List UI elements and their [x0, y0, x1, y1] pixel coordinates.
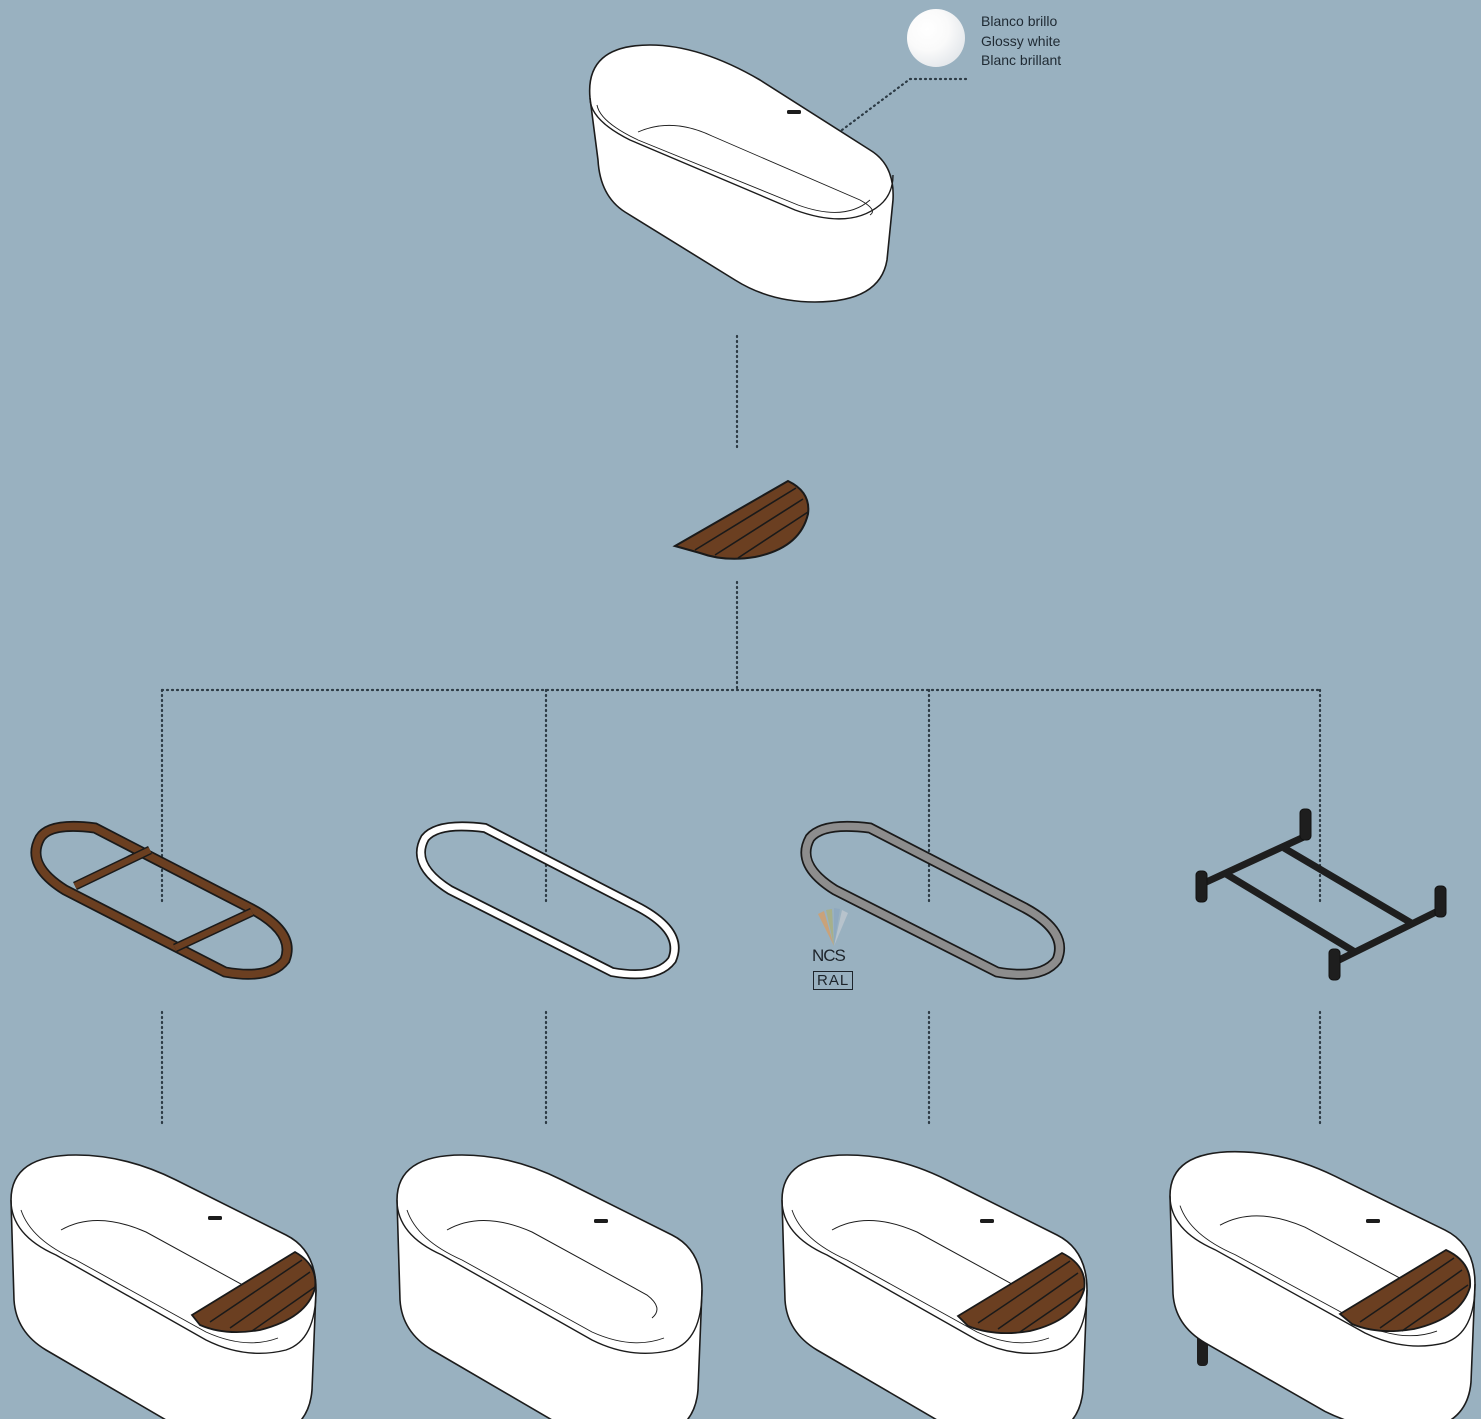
- finish-callout-leader: [835, 79, 971, 137]
- option-tree-connectors: [162, 582, 1320, 1125]
- tub-with-white-base: [397, 1155, 702, 1419]
- tub-with-black-legs-and-shelf: [1170, 1152, 1475, 1419]
- ral-label: RAL: [813, 971, 853, 990]
- wooden-shelf: [675, 481, 808, 559]
- ncs-label: NCS: [812, 946, 845, 966]
- overflow-slot-icon: [787, 110, 801, 114]
- tub-with-grey-base-and-shelf: [782, 1155, 1087, 1419]
- tub-with-wood-base-and-shelf: [11, 1155, 316, 1419]
- freestanding-bathtub: [590, 45, 894, 302]
- white-base-ring: [421, 826, 675, 974]
- color-fan-icon: [808, 908, 860, 948]
- color-systems-badge: NCS RAL: [808, 908, 860, 994]
